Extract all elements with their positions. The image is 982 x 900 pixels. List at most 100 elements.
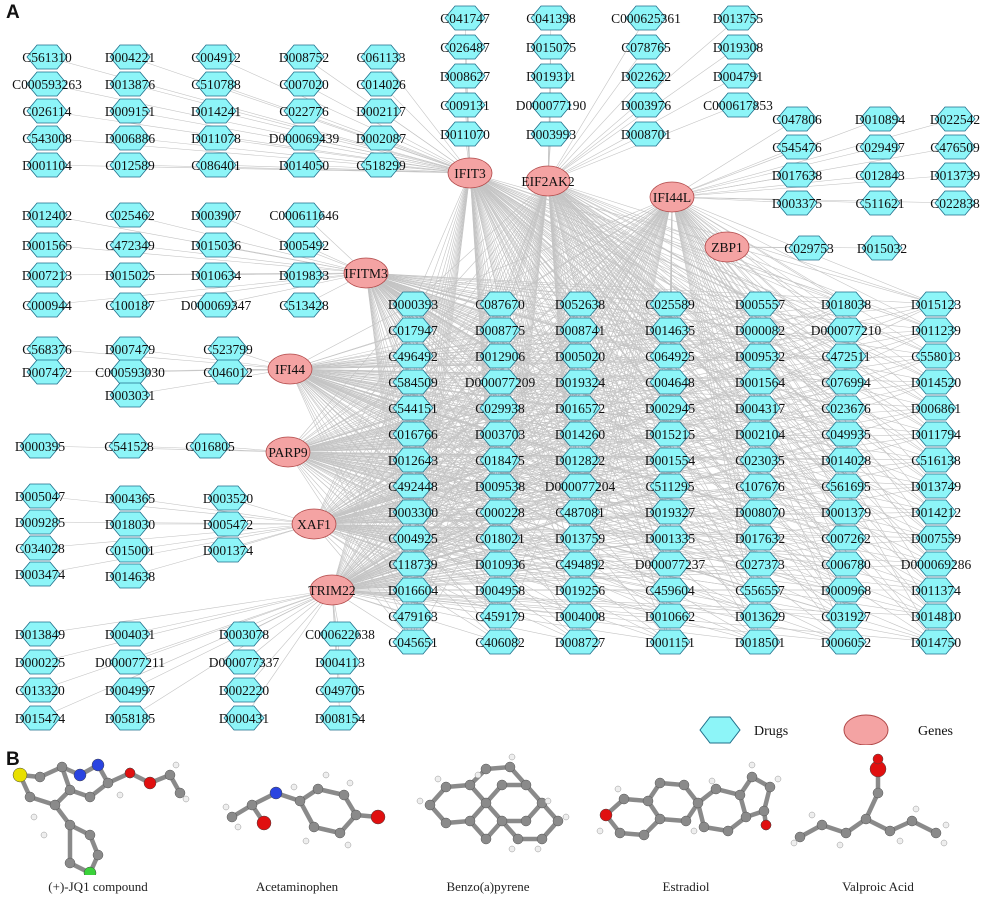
drug-label: C016766 [388, 427, 438, 442]
edge-D002220-TRIM22 [243, 589, 333, 691]
drug-node: D000077190 [516, 92, 586, 118]
drug-hexagon [19, 649, 61, 675]
edge-D001379-EIF2AK2 [547, 180, 847, 513]
drug-label: D007472 [22, 365, 72, 380]
drug-hexagon [109, 382, 151, 408]
drug-label: D016604 [388, 583, 438, 598]
drug-label: C584509 [388, 375, 438, 390]
drug-node: C568376 [22, 336, 72, 362]
edge-C087670-PARP9 [287, 303, 501, 453]
drug-node: C406082 [475, 629, 525, 655]
atom [350, 809, 362, 821]
hetero-atom [12, 767, 28, 783]
atom [49, 799, 61, 811]
drug-node: C545476 [772, 134, 822, 160]
drug-label: C086401 [191, 158, 241, 173]
legend: Drugs Genes [699, 714, 953, 746]
drug-hexagon [625, 121, 667, 147]
drug-label: D018038 [821, 297, 871, 312]
drug-node: D008701 [621, 121, 671, 147]
drug-label: C459604 [645, 583, 695, 598]
drug-node: C087670 [475, 291, 525, 317]
hydrogen-atom [116, 791, 124, 799]
atom [464, 779, 476, 791]
edge-D000077210-IFI44L [671, 196, 847, 331]
drug-label: C000625361 [611, 11, 681, 26]
edge-D011239-IFI44L [671, 196, 937, 331]
drug-label: D001104 [22, 158, 72, 173]
hydrogen-atom [596, 827, 604, 835]
drug-hexagon [559, 629, 601, 655]
drug-node: D016572 [555, 395, 605, 421]
drug-hexagon [109, 485, 151, 511]
drug-label: C018021 [475, 531, 525, 546]
drug-hexagon [739, 473, 781, 499]
drug-label: D009532 [735, 349, 785, 364]
drug-hexagon [649, 577, 691, 603]
drug-label: C046012 [203, 365, 253, 380]
drug-node: D010662 [645, 603, 695, 629]
hetero-atom [370, 809, 386, 825]
drug-label: D001564 [735, 375, 785, 390]
drug-hexagon [479, 291, 521, 317]
drug-node: D022542 [930, 106, 980, 132]
atom [698, 821, 710, 833]
drug-label: D052638 [555, 297, 605, 312]
drug-hexagon [559, 499, 601, 525]
drug-hexagon [788, 235, 830, 261]
atom [164, 769, 176, 781]
drug-label: C006780 [821, 557, 871, 572]
drug-node: D001374 [203, 537, 253, 563]
drug-label: C523799 [203, 342, 253, 357]
drug-label: C492448 [388, 479, 438, 494]
drug-label: D019833 [279, 268, 329, 283]
drug-hexagon [26, 44, 68, 70]
drug-node: D004958 [475, 577, 525, 603]
drug-label: C029938 [475, 401, 525, 416]
drug-node: D008775 [475, 317, 525, 343]
drug-label: D008775 [475, 323, 525, 338]
drug-node: D015025 [105, 262, 155, 288]
drug-hexagon [825, 447, 867, 473]
drug-node: D010894 [855, 106, 905, 132]
drug-hexagon [479, 395, 521, 421]
drug-hexagon [392, 473, 434, 499]
drug-node: C004912 [191, 44, 241, 70]
hydrogen-atom [942, 821, 950, 829]
drug-label: C561695 [821, 479, 871, 494]
drug-node: C000617853 [703, 92, 773, 118]
molecule-label-benzo-a-pyrene: Benzo(a)pyrene [446, 879, 530, 894]
drug-node: D013755 [713, 5, 763, 31]
drug-label: C047806 [772, 112, 822, 127]
drug-hexagon [479, 473, 521, 499]
drug-hexagon [739, 577, 781, 603]
drug-label: C012589 [105, 158, 155, 173]
atom [246, 799, 258, 811]
edge-D014520-IFI44L [671, 196, 937, 383]
atom [840, 827, 852, 839]
atom [746, 771, 758, 783]
drug-label: D002220 [219, 683, 269, 698]
hydrogen-atom [896, 837, 904, 845]
legend-gene-ellipse [843, 714, 889, 746]
drug-label: C568376 [22, 342, 72, 357]
drug-label: C025589 [645, 297, 695, 312]
drug-hexagon [739, 603, 781, 629]
drug-node: D013749 [911, 473, 961, 499]
edge-D004008-IFIT3 [469, 172, 581, 617]
drug-node: D012402 [22, 202, 72, 228]
drug-hexagon [915, 499, 957, 525]
drug-label: C472349 [105, 238, 155, 253]
edge-D013739-IFI44L [671, 174, 956, 198]
drug-label: C087670 [475, 297, 525, 312]
drug-label: D019324 [555, 375, 605, 390]
drug-node: D010634 [191, 262, 241, 288]
drug-hexagon [915, 317, 957, 343]
drug-node: D007479 [105, 336, 155, 362]
hydrogen-atom [302, 837, 310, 845]
hydrogen-atom [40, 831, 48, 839]
edge-C556557-IFI44 [289, 368, 761, 591]
drug-hexagon [19, 677, 61, 703]
edge-D003976-EIF2AK2 [547, 104, 647, 182]
drug-label: D019308 [713, 40, 763, 55]
